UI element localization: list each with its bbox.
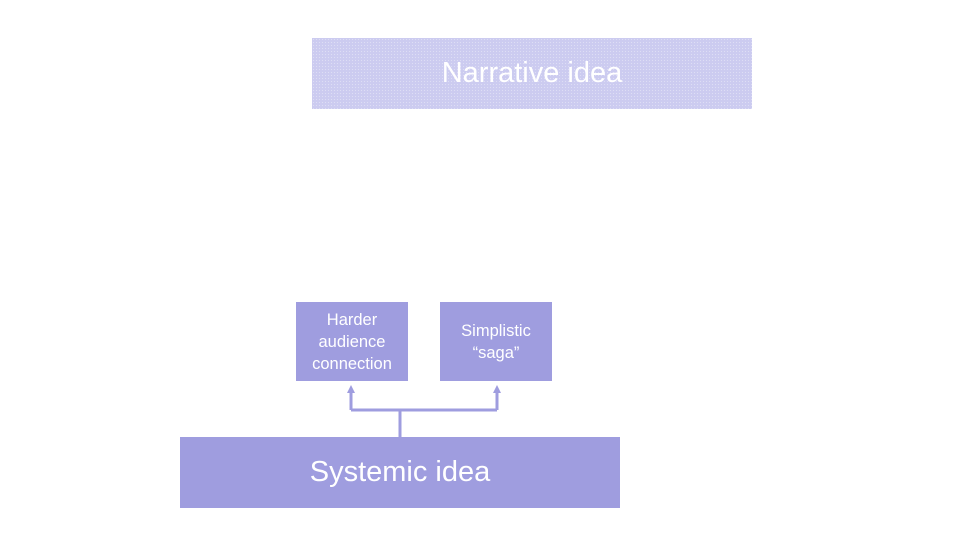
narrative-idea-label: Narrative idea bbox=[441, 57, 623, 89]
harder-label-line-2: audience bbox=[318, 332, 386, 351]
simplistic-label-line-1: Simplistic bbox=[461, 321, 531, 340]
simplistic-saga-box: Simplistic “saga” bbox=[440, 302, 552, 381]
narrative-idea-box: Narrative idea bbox=[312, 38, 752, 109]
systemic-idea-label: Systemic idea bbox=[309, 456, 491, 488]
harder-label-line-1: Harder bbox=[326, 310, 378, 329]
systemic-idea-box: Systemic idea bbox=[180, 437, 620, 508]
simplistic-label-line-2: “saga” bbox=[472, 343, 520, 362]
harder-label-line-3: connection bbox=[312, 354, 392, 373]
harder-audience-connection-box: Harder audience connection bbox=[296, 302, 408, 381]
